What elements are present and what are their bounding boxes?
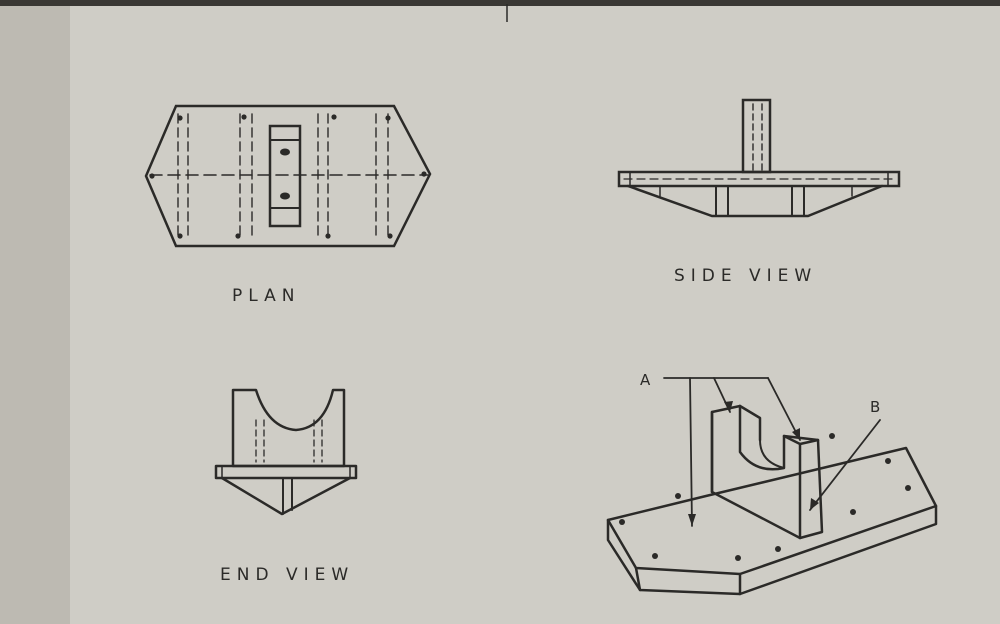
page-gutter-shadow	[0, 0, 70, 624]
top-edge-shadow	[0, 0, 1000, 6]
side-view-drawing	[617, 98, 901, 218]
side-view-label: SIDE VIEW	[674, 266, 818, 286]
callout-b-label: B	[870, 398, 881, 416]
plan-drawing	[144, 104, 432, 248]
callout-a-label: A	[640, 371, 651, 389]
isometric-drawing	[606, 377, 938, 596]
end-view-drawing	[214, 388, 358, 516]
plan-label: PLAN	[232, 286, 301, 306]
end-view-label: END VIEW	[220, 565, 355, 585]
